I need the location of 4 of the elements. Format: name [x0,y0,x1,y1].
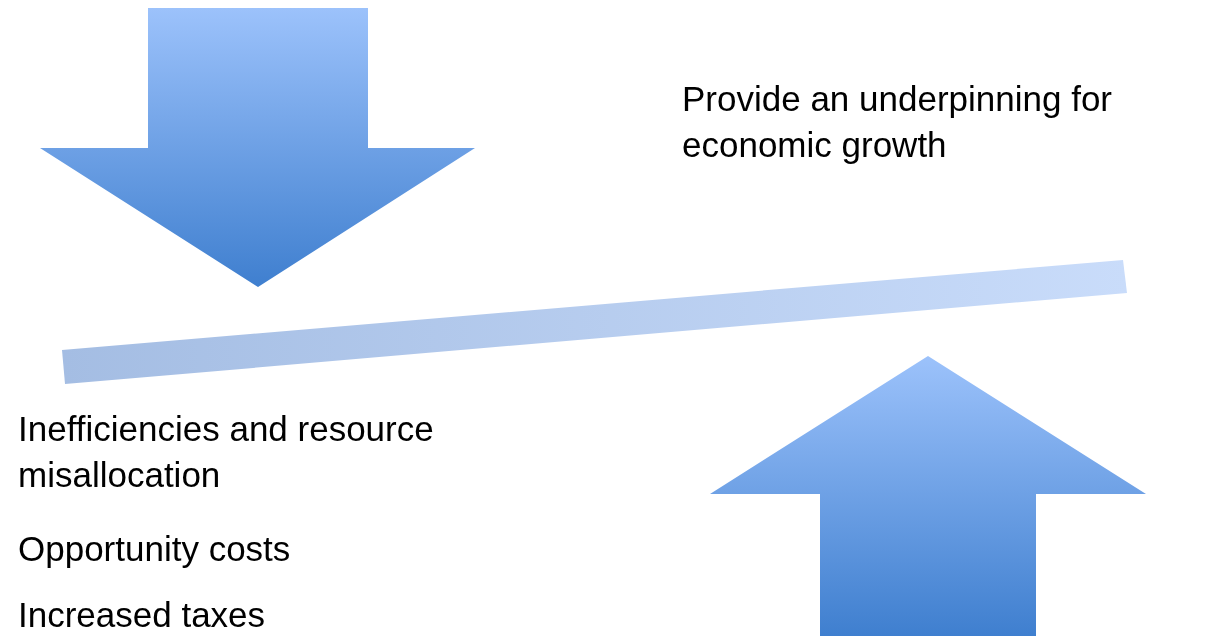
cost-text: Opportunity costs [18,528,292,570]
cost-text: Increased taxes [18,594,267,636]
benefit-text: Provide an underpinning for economic growth [682,78,1113,166]
cost-text: Inefficiencies and resource misallocation [18,408,435,496]
